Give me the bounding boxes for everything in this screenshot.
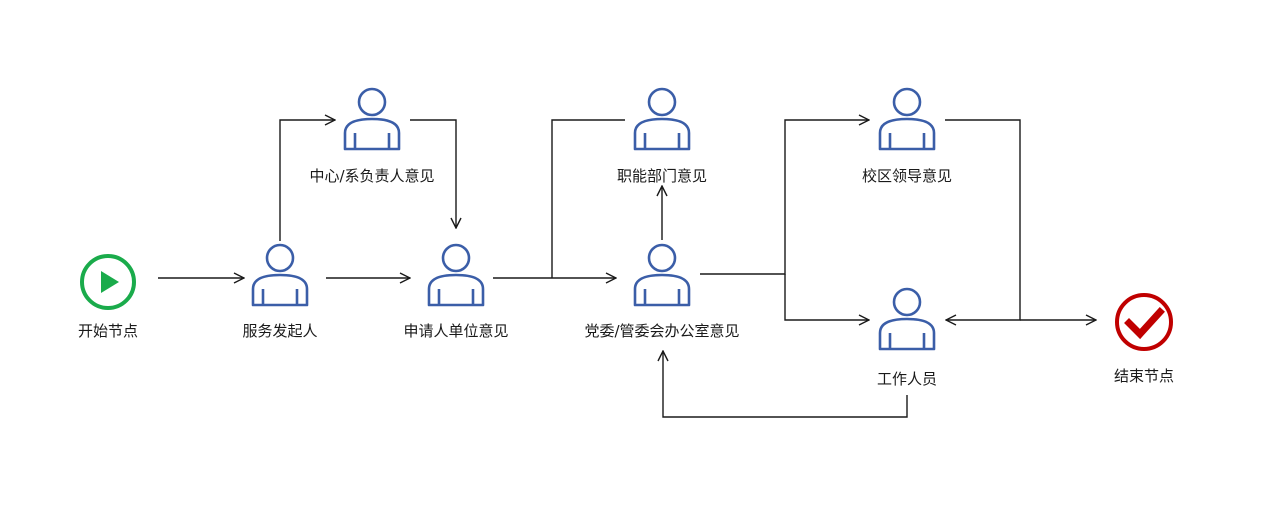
edge-campus_leader-to-staff: [945, 119, 1021, 320]
edge-initiator-to-center_head: [279, 120, 335, 241]
node-end[interactable]: [1115, 293, 1173, 351]
nodes: [80, 87, 1173, 351]
node-label-applicant-unit: 申请人单位意见: [403, 322, 509, 340]
node-functional-dept[interactable]: [633, 87, 691, 151]
person-icon: [427, 243, 485, 307]
edges: [158, 119, 1096, 418]
node-label-start: 开始节点: [77, 322, 139, 340]
edge-center_head-to-applicant_unit: [410, 119, 456, 228]
check-circle-icon: [1115, 293, 1173, 351]
node-label-end: 结束节点: [1113, 367, 1175, 385]
edge-party_office-to-campus_leader: [700, 120, 869, 275]
person-icon: [878, 87, 936, 151]
person-icon: [251, 243, 309, 307]
node-party-office[interactable]: [633, 243, 691, 307]
edge-staff-to-party_office: [663, 351, 908, 418]
node-label-functional-dept: 职能部门意见: [616, 167, 708, 185]
node-label-party-office: 党委/管委会办公室意见: [584, 322, 740, 340]
node-initiator[interactable]: [251, 243, 309, 307]
node-center-head[interactable]: [343, 87, 401, 151]
person-icon: [878, 287, 936, 351]
node-campus-leader[interactable]: [878, 87, 936, 151]
node-label-initiator: 服务发起人: [242, 322, 318, 340]
person-icon: [633, 243, 691, 307]
node-label-staff: 工作人员: [876, 370, 938, 388]
person-icon: [343, 87, 401, 151]
node-applicant-unit[interactable]: [427, 243, 485, 307]
node-label-center-head: 中心/系负责人意见: [309, 167, 435, 185]
person-icon: [633, 87, 691, 151]
play-circle-icon: [80, 254, 136, 310]
node-staff[interactable]: [878, 287, 936, 351]
node-start[interactable]: [80, 254, 136, 310]
edge-applicant_unit-to-functional_dept: [551, 119, 625, 278]
edge-party_office-to-staff: [784, 274, 869, 320]
node-label-campus-leader: 校区领导意见: [861, 167, 953, 185]
